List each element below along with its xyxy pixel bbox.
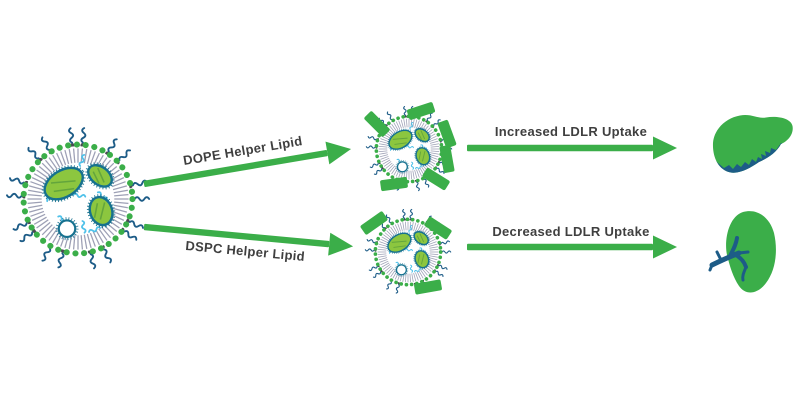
lnp-protein-corona-dense-icon: [364, 102, 457, 192]
decreased-arrow-shaft: [467, 243, 653, 251]
dope-arrow-head-icon: [325, 141, 352, 165]
dope-arrow: DOPE Helper Lipid: [143, 133, 352, 188]
liver-icon: [712, 115, 793, 173]
dspc-arrow-head-icon: [328, 232, 354, 256]
increased-arrow-shaft: [467, 144, 653, 152]
corona-proteins-sparse: [360, 211, 452, 295]
increased-uptake-label: Increased LDLR Uptake: [495, 124, 647, 139]
spleen-icon: [708, 211, 776, 293]
increased-uptake-arrow: Increased LDLR Uptake: [467, 124, 677, 160]
dope-arrow-shaft: [143, 149, 328, 188]
dspc-arrow-shaft: [143, 223, 330, 248]
decreased-arrow-head-icon: [653, 235, 677, 259]
spleen-vessels: [708, 236, 750, 282]
dspc-arrow: DSPC Helper Lipid: [143, 223, 354, 264]
lipid-nanoparticle-icon: [5, 127, 151, 270]
corona-proteins-dense: [364, 102, 457, 192]
decreased-uptake-arrow: Decreased LDLR Uptake: [467, 224, 677, 259]
lnp-protein-corona-sparse-icon: [360, 208, 452, 295]
decreased-uptake-label: Decreased LDLR Uptake: [492, 224, 649, 239]
increased-arrow-head-icon: [653, 136, 677, 160]
